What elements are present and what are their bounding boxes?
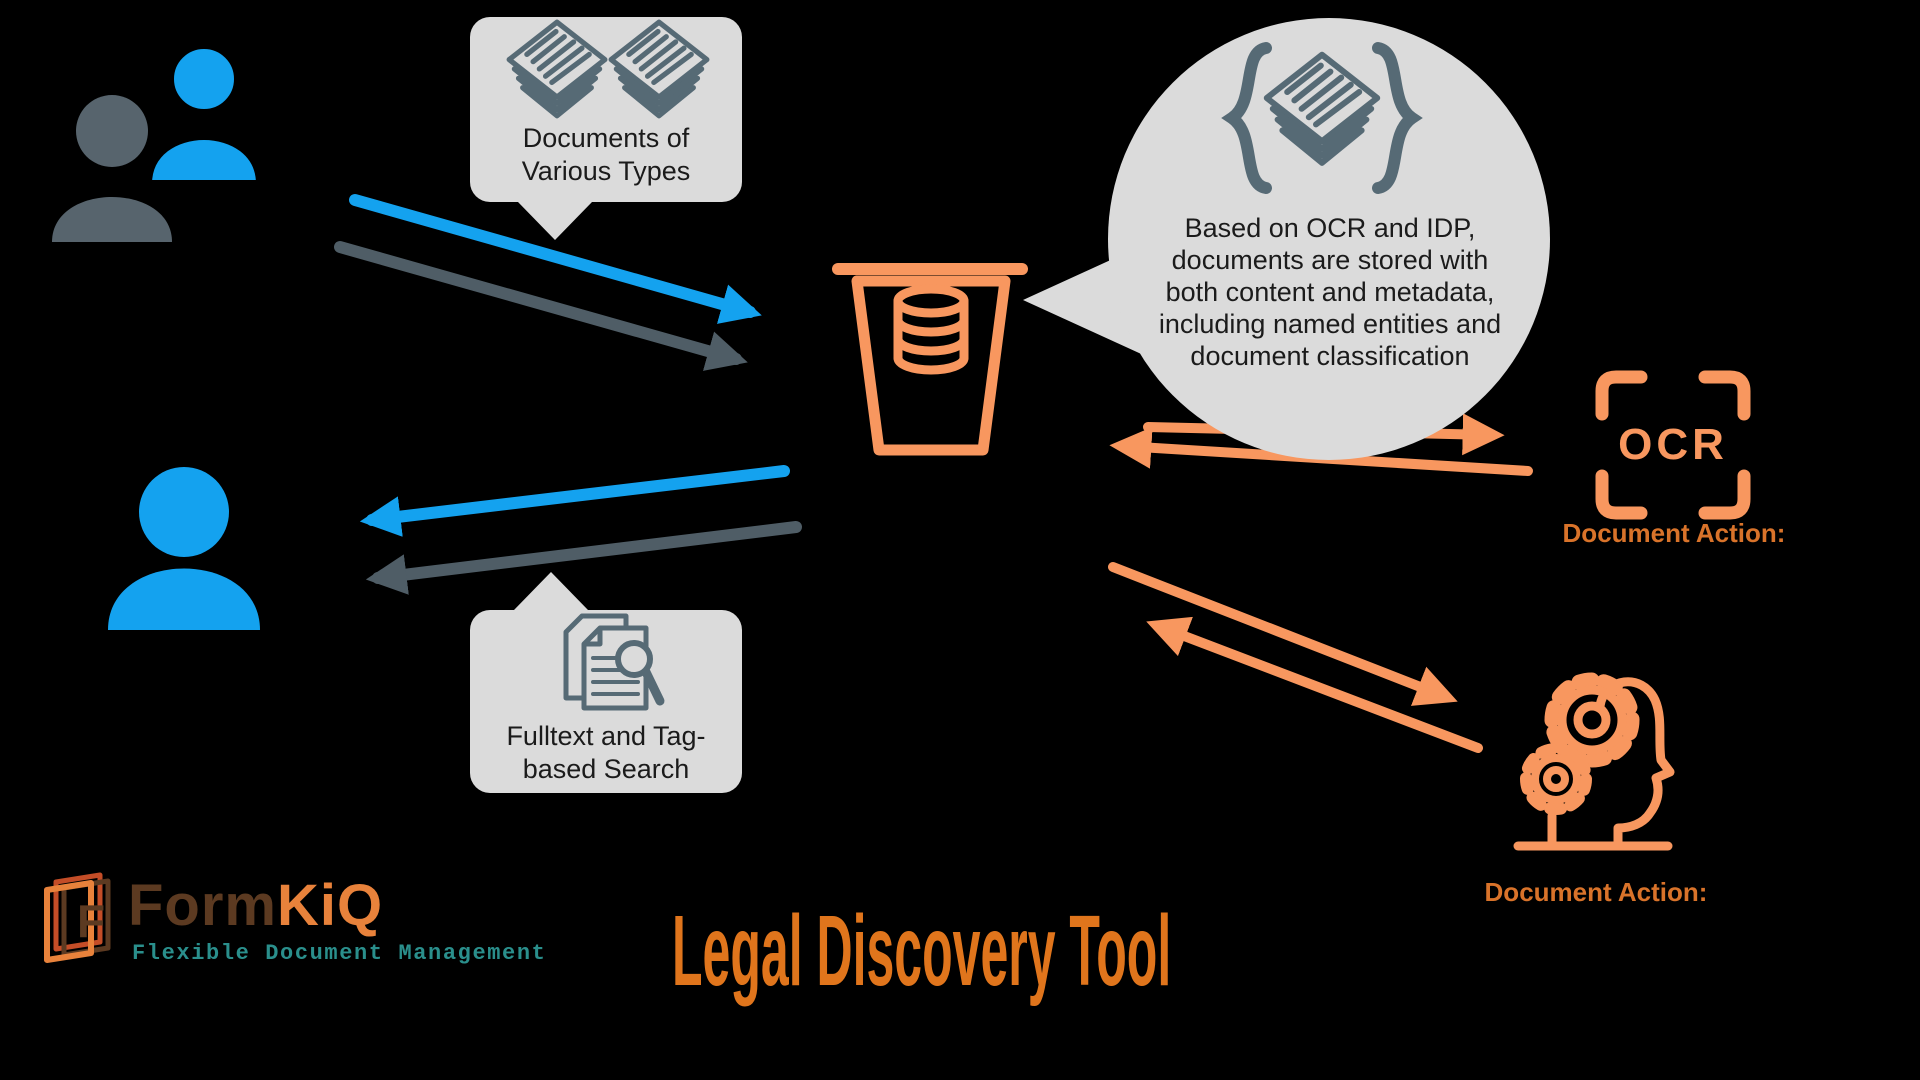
gear-large-icon: [1544, 672, 1640, 768]
processing-action-label: Document Action:: [1484, 877, 1708, 907]
document-stack-icon: [509, 22, 605, 116]
formkiq-tagline: Flexible Document Management: [132, 941, 547, 966]
ocr-scan-frame-icon: [1595, 370, 1751, 520]
formkiq-logo-text: FormKiQ: [128, 872, 628, 939]
logo-word-kiq: KiQ: [277, 873, 384, 938]
gear-small-icon: [1520, 743, 1592, 815]
search-bubble-line: based Search: [522, 754, 690, 784]
user-back-gray: [52, 95, 172, 242]
ocr-icon-text: OCR: [1618, 420, 1728, 469]
page-title: Legal Discovery Tool: [672, 901, 1670, 1001]
ocr-action-label: Document Action:: [1562, 518, 1786, 548]
documents-bubble-tail: [518, 202, 592, 240]
database-cylinder-icon: [893, 284, 969, 375]
user-front-blue: [143, 41, 265, 188]
search-bubble-tail: [514, 572, 588, 610]
single-user-icon: [108, 467, 260, 630]
storage-note-text: Based on OCR and IDP, documents are stor…: [1120, 212, 1540, 372]
head-gears-processing-icon: [1513, 672, 1675, 851]
logo-word-form: Form: [128, 873, 277, 938]
storage-note-line: both content and metadata,: [1165, 277, 1495, 307]
arrow-from-processing: [1146, 616, 1483, 753]
document-stack-icon: [611, 22, 707, 116]
documents-bubble-line: Documents of: [522, 123, 690, 153]
documents-bubble-line: Various Types: [521, 156, 691, 186]
arrow-results-blue: [359, 465, 790, 537]
document-search-icon: [563, 613, 665, 711]
documents-bubble-label: Documents of Various Types: [470, 122, 742, 188]
search-bubble-line: Fulltext and Tag-: [506, 721, 706, 751]
search-bubble-label: Fulltext and Tag- based Search: [470, 720, 742, 786]
document-stack-icon: [1267, 55, 1377, 163]
storage-note-line: including named entities and: [1158, 309, 1502, 339]
arrow-to-processing: [1108, 562, 1458, 706]
storage-bucket-database-icon: [832, 263, 1028, 456]
storage-note-line: document classification: [1190, 341, 1470, 371]
documents-bubble: [470, 17, 742, 240]
storage-note-line: Based on OCR and IDP,: [1184, 213, 1476, 243]
storage-note-line: documents are stored with: [1171, 245, 1489, 275]
arrow-upload-blue: [349, 194, 762, 324]
page-title-text: Legal Discovery Tool: [672, 895, 1172, 1007]
formkiq-logo-mark: [44, 872, 111, 963]
code-braces-icon: [1221, 42, 1423, 194]
arrow-upload-gray: [334, 241, 748, 371]
storage-note-circle: [1108, 18, 1550, 460]
arrow-results-gray: [365, 521, 802, 595]
magnifier-icon: [615, 640, 665, 706]
users-group-icon: [52, 41, 265, 242]
formkiq-mark-letter: F: [76, 895, 106, 947]
